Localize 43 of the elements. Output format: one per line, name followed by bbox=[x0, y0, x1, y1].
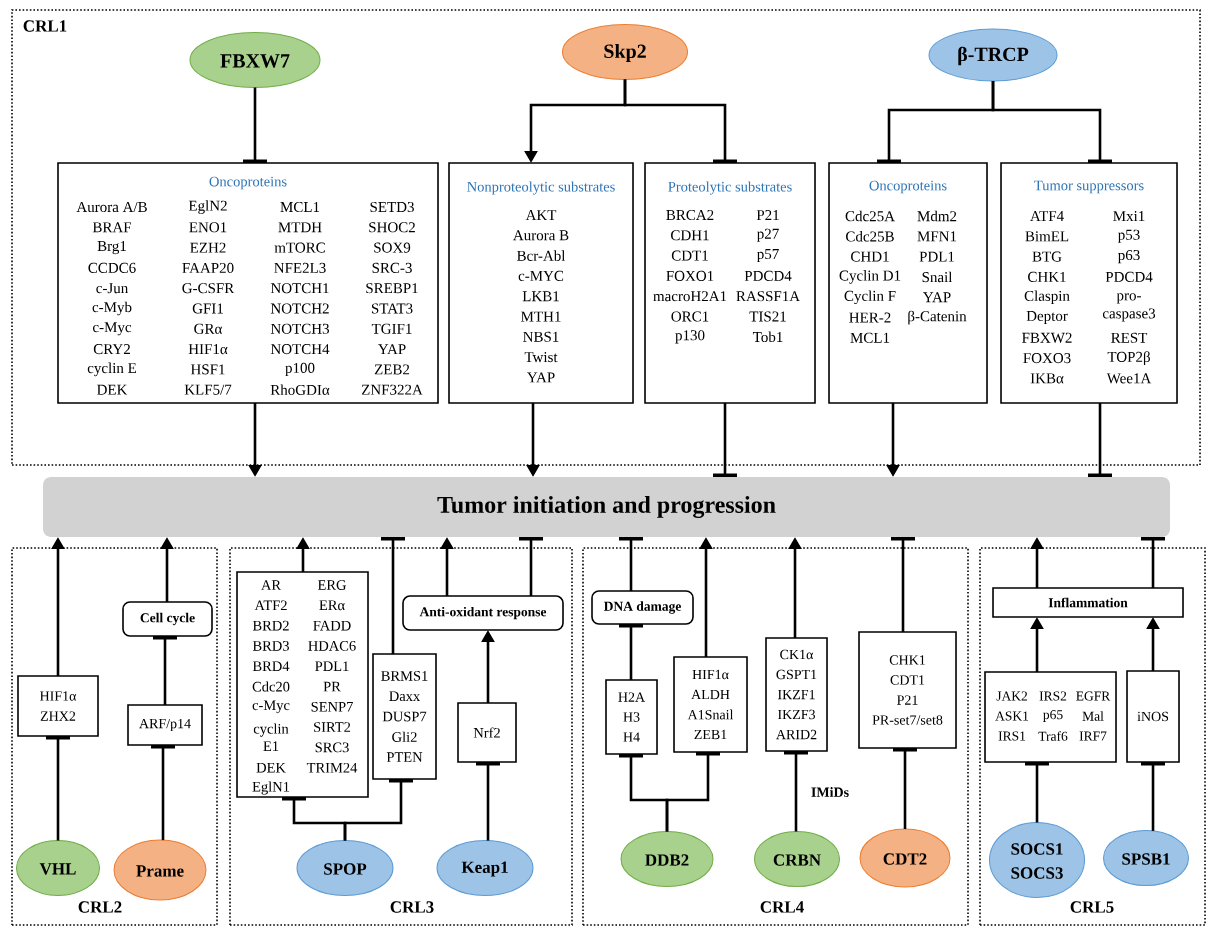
substrate-box: HIF1α ZHX2 bbox=[17, 675, 99, 737]
edge-label: IMiDs bbox=[809, 786, 851, 798]
process-box: Cell cycle bbox=[122, 601, 213, 637]
substrate-box: CK1α GSPT1 IKZF1 IKZF3 ARID2 bbox=[765, 637, 828, 752]
inhibition-line bbox=[1141, 762, 1165, 831]
inhibition-line bbox=[151, 745, 175, 841]
inhibition-line bbox=[381, 537, 405, 654]
inhibition-line bbox=[893, 748, 917, 829]
inhibition-line bbox=[476, 762, 500, 841]
substrate-box: Tumor suppressors ATF4 BimEL BTG CHK1 Claspin Deptor FBXW2 FOXO3 IKBα Mxi1 p53 p63 PDCD4 pro-caspase3 REST TOP2β Wee1A bbox=[1000, 162, 1178, 404]
inhibition-line bbox=[784, 751, 808, 832]
inhibition-line bbox=[713, 403, 737, 477]
substrate-box: Oncoproteins Cdc25A Cdc25B CHD1 Cyclin D1 Cyclin F HER-2 MCL1 Mdm2 MFN1 PDL1 Snail YAP β-Catenin bbox=[828, 162, 988, 404]
substrate-box: JAK2 IRS2 EGFR ASK1 p65 Mal IRS1 Traf6 IRF7 bbox=[984, 671, 1117, 763]
inhibition-line bbox=[891, 537, 915, 632]
substrate-box: HIF1α ALDH A1Snail ZEB1 bbox=[673, 656, 748, 753]
substrate-box: iNOS bbox=[1126, 670, 1180, 763]
inhibition-line bbox=[991, 81, 1112, 163]
inhibition-line bbox=[623, 79, 737, 163]
substrate-box: BRMS1 Daxx DUSP7 Gli2 PTEN bbox=[372, 653, 437, 780]
substrate-box: Nrf2 bbox=[457, 702, 517, 763]
process-box: Anti-oxidant response bbox=[402, 595, 564, 631]
substrate-box: H2A H3 H4 bbox=[605, 679, 658, 755]
substrate-box: ARF/p14 bbox=[127, 704, 203, 746]
process-box: DNA damage bbox=[591, 590, 694, 625]
inhibition-line bbox=[519, 537, 543, 596]
substrate-box: Oncoproteins Aurora A/B BRAF Brg1 CCDC6 c-Jun c-Myb c-Myc CRY2 cyclin E DEK EglN2 ENO1 EZH2 FAAP20 G-CSFR GFI1 GRα HIF1α HSF1 KLF5/7 MCL1 MTDH mTORC NFE2L3 NOTCH1 NOTCH2 NOTCH3 NOTCH4 p100 RhoGDIα SETD3 SHOC2 SOX9 SRC-3 SREBP1 STAT3 TGIF1 YAP ZEB2 ZNF322A bbox=[57, 162, 439, 404]
inhibition-line bbox=[619, 624, 643, 680]
substrate-box: AR ATF2 BRD2 BRD3 BRD4 Cdc20 c-Myc cyclin E1 DEK EglN1 ERG ERα FADD HDAC6 PDL1 PR SENP7 SIRT2 SRC3 TRIM24 bbox=[236, 571, 369, 798]
outcome-banner: Tumor initiation and progression bbox=[43, 477, 1170, 537]
process-box: Inflammation bbox=[992, 587, 1184, 618]
substrate-box: Proteolytic substrates BRCA2 CDH1 CDT1 FOXO1 macroH2A1 ORC1 p130 P21 p27 p57 PDCD4 RASSF1A TIS21 Tob1 bbox=[644, 162, 816, 404]
substrate-box: Nonproteolytic substrates AKT Aurora B Bcr-Abl c-MYC LKB1 MTH1 NBS1 Twist YAP bbox=[448, 162, 634, 404]
inhibition-line bbox=[1025, 762, 1049, 823]
inhibition-line bbox=[343, 779, 413, 841]
inhibition-line bbox=[46, 736, 70, 841]
inhibition-line bbox=[1141, 537, 1165, 588]
inhibition-line bbox=[153, 636, 177, 705]
inhibition-line bbox=[665, 752, 720, 832]
substrate-box: CHK1 CDT1 P21 PR-set7/set8 bbox=[858, 631, 957, 749]
inhibition-line bbox=[243, 87, 267, 163]
inhibition-line bbox=[1088, 403, 1112, 477]
inhibition-line bbox=[619, 537, 643, 591]
